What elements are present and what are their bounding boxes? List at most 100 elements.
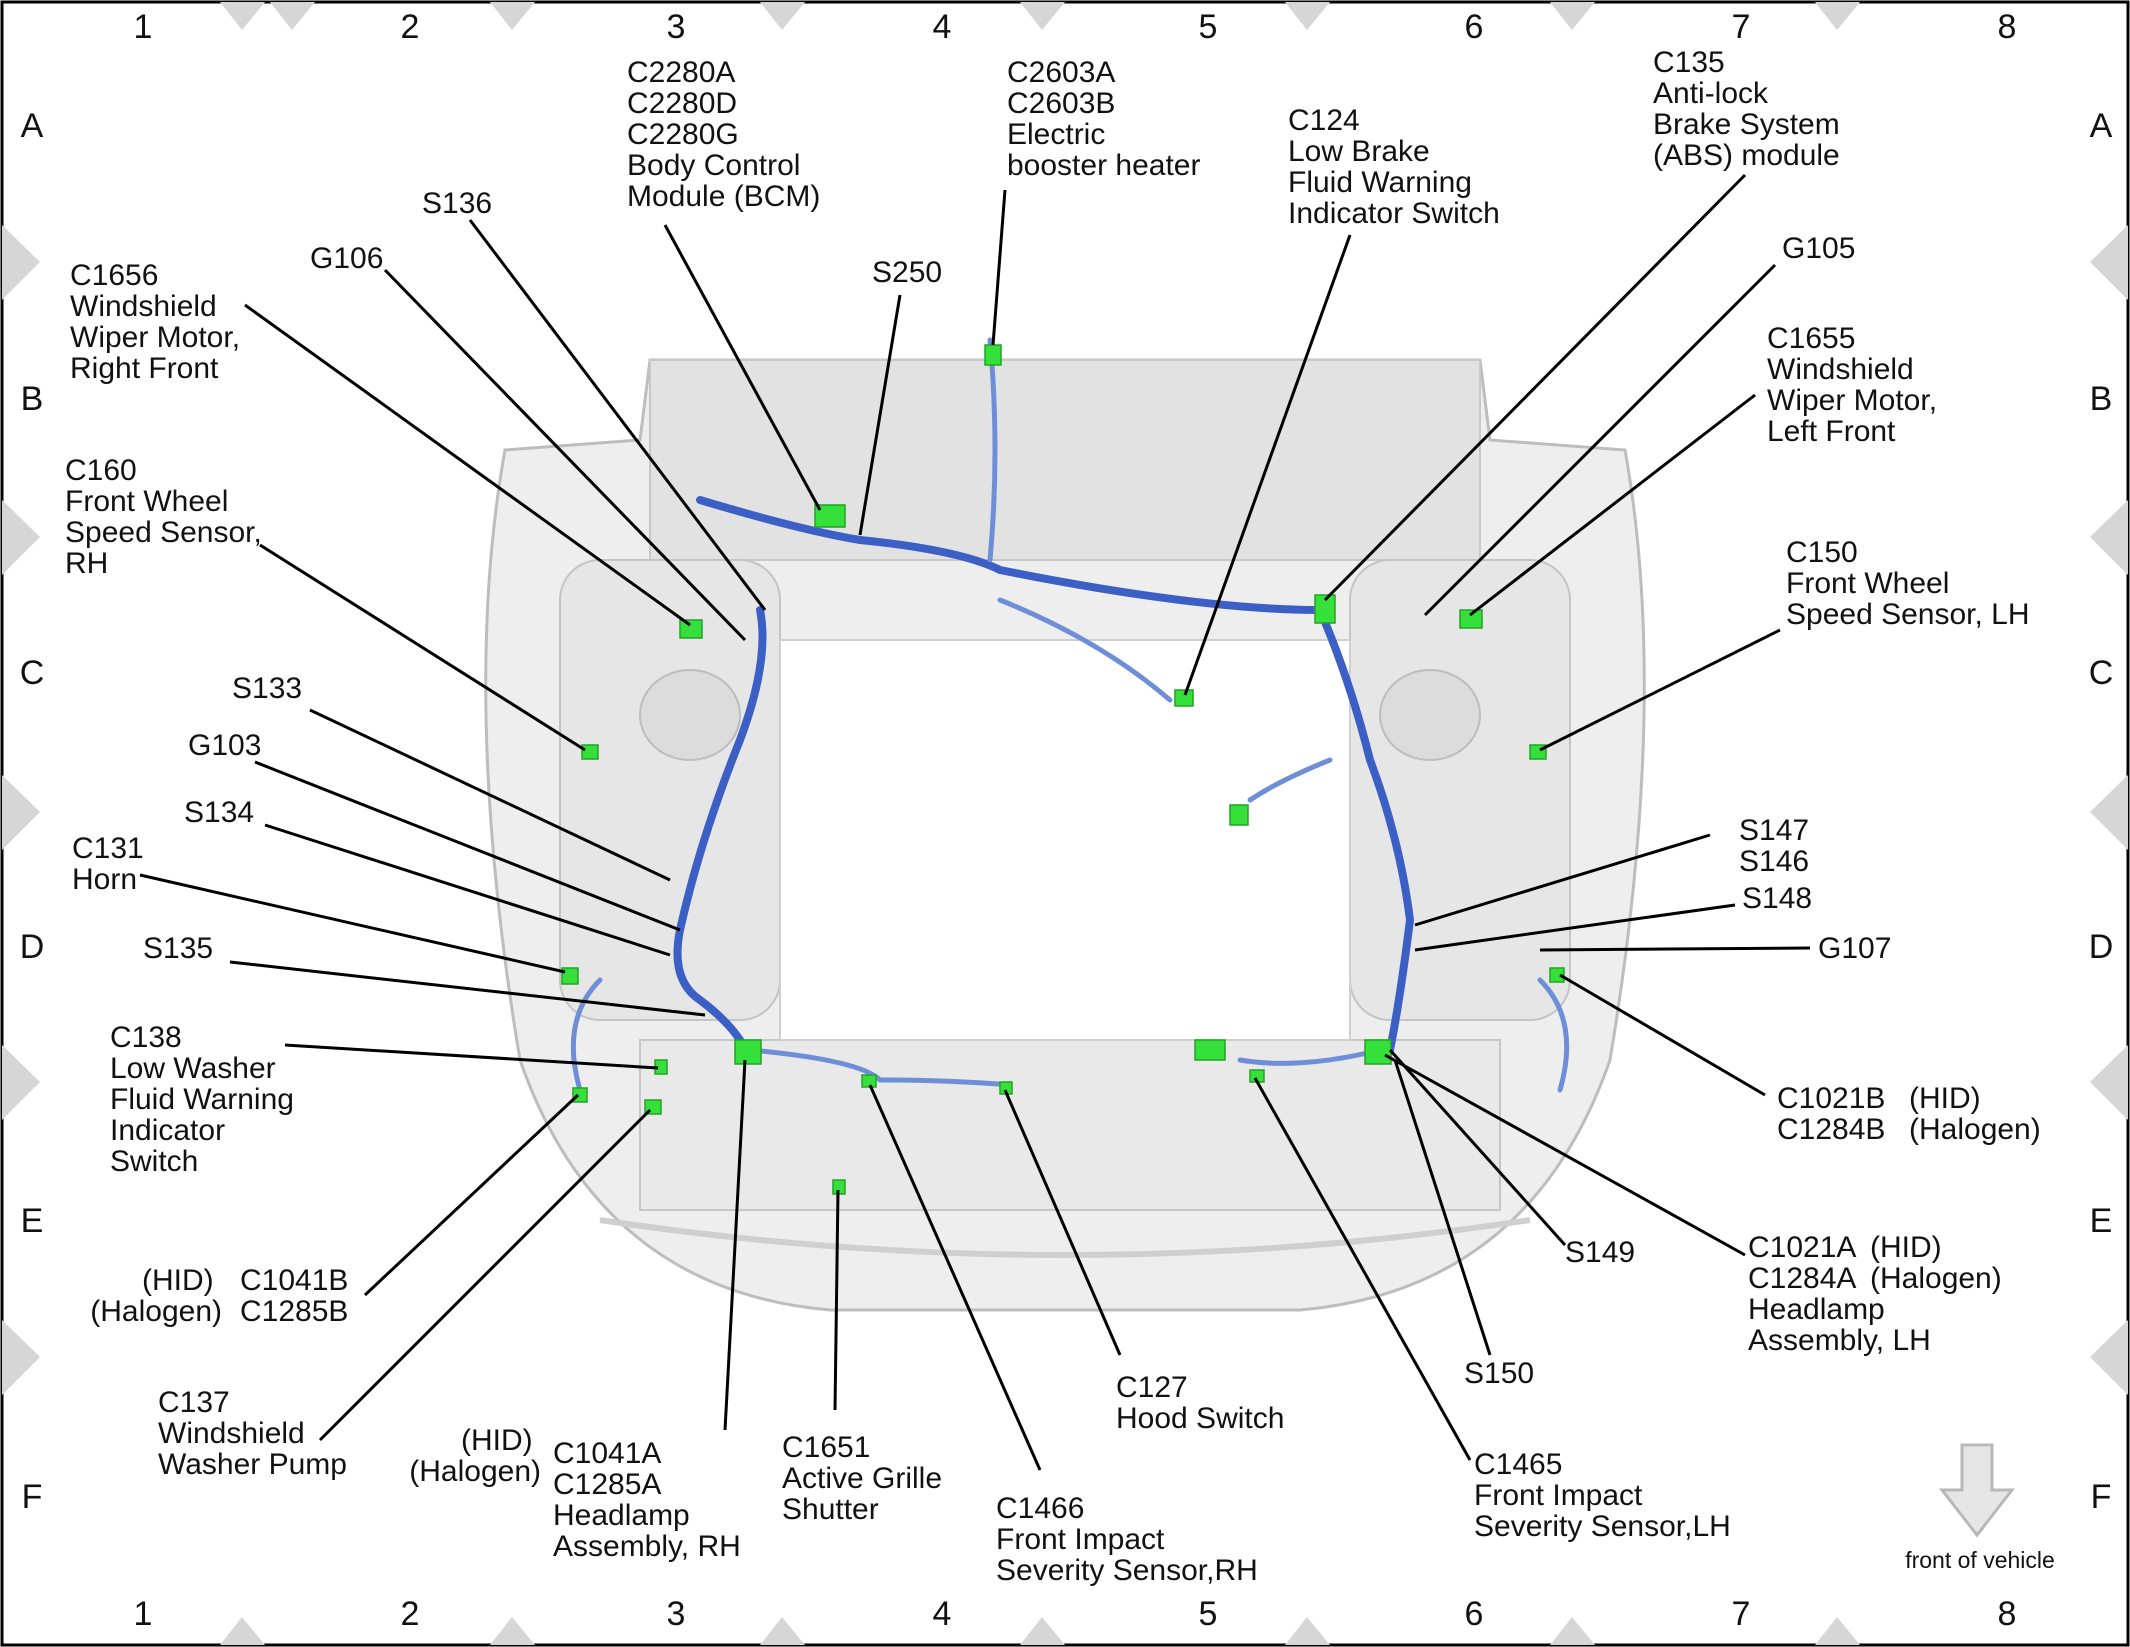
label-s250: S250 (872, 256, 942, 289)
label-s147: S147 S146 (1739, 814, 1817, 878)
grid-row-right-e: E (2090, 1202, 2113, 1240)
connector-c124 (1174, 689, 1194, 707)
label-c160: C160 Front Wheel Speed Sensor, RH (65, 454, 270, 580)
label-s149: S149 (1565, 1236, 1635, 1269)
connectors (561, 344, 1565, 1195)
grid-rows-right: A B C D E F (2089, 107, 2114, 1516)
leader-c135 (1323, 173, 1747, 602)
label-c138: C138 Low Washer Fluid Warning Indicator … (110, 1021, 302, 1178)
label-g106: G106 (310, 242, 383, 275)
grid-col-top-3: 3 (667, 8, 686, 46)
label-c124: C124 Low Brake Fluid Warning Indicator S… (1288, 104, 1500, 230)
grid-col-bottom-3: 3 (667, 1595, 686, 1633)
label-c1465: C1465 Front Impact Severity Sensor,LH (1474, 1448, 1731, 1543)
connector-c131 (561, 967, 579, 985)
callout-labels: C2280A C2280D C2280G Body Control Module… (65, 46, 2041, 1587)
radiator-support (639, 1039, 1501, 1211)
leader-s135 (229, 960, 706, 1017)
grid-col-bottom-1: 1 (134, 1595, 153, 1633)
label-c2603: C2603A C2603B Electric booster heater (1007, 56, 1200, 182)
left-shock-tower (559, 559, 781, 1021)
label-c150: C150 Front Wheel Speed Sensor, LH (1786, 536, 2030, 631)
grid-col-top-7: 7 (1732, 8, 1751, 46)
label-c135: C135 Anti-lock Brake System (ABS) module (1653, 46, 1848, 172)
label-c137: C137 Windshield Washer Pump (158, 1386, 347, 1481)
label-s136: S136 (422, 187, 492, 220)
right-strut-mount (1379, 669, 1481, 761)
label-c2280: C2280A C2280D C2280G Body Control Module… (627, 56, 820, 213)
label-g103: G103 (188, 729, 261, 762)
grid-row-right-f: F (2091, 1478, 2112, 1516)
connector-c160 (581, 744, 599, 760)
grid-col-bottom-5: 5 (1199, 1595, 1218, 1633)
grid-col-bottom-8: 8 (1998, 1595, 2017, 1633)
leader-s149 (1388, 1048, 1567, 1247)
leader-g106 (383, 268, 747, 642)
leader-g103 (254, 760, 681, 932)
leader-c2280 (663, 224, 822, 511)
connector-c2603 (984, 344, 1002, 366)
engine-bay-opening (779, 639, 1351, 1041)
label-s150: S150 (1464, 1357, 1534, 1390)
label-s133: S133 (232, 672, 302, 705)
connector-c1021a (1364, 1039, 1392, 1065)
grid-row-right-d: D (2089, 928, 2114, 966)
grid-row-left-c: C (20, 654, 45, 692)
grid-col-bottom-4: 4 (933, 1595, 952, 1633)
grid-col-top-4: 4 (933, 8, 952, 46)
grid-row-left-e: E (21, 1202, 44, 1240)
leader-c1655 (1469, 393, 1756, 617)
label-g105: G105 (1782, 232, 1855, 265)
label-c1651: C1651 Active Grille Shutter (782, 1431, 950, 1526)
label-c1041b: C1041B C1285B (240, 1264, 357, 1328)
front-of-vehicle-indicator: front of vehicle (1905, 1443, 2055, 1573)
leader-c150 (1539, 628, 1781, 752)
leader-g107 (1539, 946, 1811, 952)
front-of-vehicle-label: front of vehicle (1905, 1547, 2055, 1573)
label-c1655: C1655 Windshield Wiper Motor, Left Front (1767, 322, 1945, 448)
leader-c1466 (868, 1084, 1042, 1471)
connector-c1021b (1549, 967, 1565, 983)
leader-c131 (139, 873, 566, 974)
grid-col-bottom-2: 2 (401, 1595, 420, 1633)
wiring-harness (570, 337, 1570, 1093)
grid-col-top-5: 5 (1199, 8, 1218, 46)
leader-lines (139, 173, 1811, 1471)
grid-col-bottom-7: 7 (1732, 1595, 1751, 1633)
connector-fender-lh (1229, 804, 1249, 826)
leader-c1021b (1559, 973, 1766, 1097)
label-s134: S134 (184, 796, 254, 829)
leader-s147 (1414, 833, 1711, 927)
leader-s133 (309, 708, 671, 882)
leader-c127 (1003, 1089, 1122, 1356)
label-c1656: C1656 Windshield Wiper Motor, Right Fron… (70, 259, 248, 385)
label-c1021b: C1021B C1284B (1777, 1082, 1894, 1146)
connector-c2280 (814, 504, 846, 528)
label-c1021a: C1021A C1284A Headlamp Assembly, LH (1748, 1231, 1931, 1357)
grid-col-top-1: 1 (134, 8, 153, 46)
leader-c1041a (723, 1059, 747, 1431)
leader-c160 (259, 543, 586, 752)
grid-row-right-a: A (2090, 107, 2113, 145)
vehicle-body (484, 358, 1646, 1312)
front-arrow-icon (1938, 1443, 2016, 1538)
label-c1021a-type: (HID) (Halogen) (1870, 1231, 2002, 1295)
leader-s136 (468, 219, 767, 611)
grid-col-top-6: 6 (1465, 8, 1484, 46)
label-s135: S135 (143, 932, 213, 965)
grid-col-top-2: 2 (401, 8, 420, 46)
label-c127: C127 Hood Switch (1116, 1371, 1284, 1435)
leader-s148 (1414, 903, 1736, 952)
connector-c1041b (572, 1087, 588, 1103)
connector-c1041a (734, 1039, 762, 1065)
leader-c1465 (1253, 1077, 1472, 1461)
label-c1021b-type: (HID) (Halogen) (1909, 1082, 2041, 1146)
grid-row-right-b: B (2090, 380, 2113, 418)
grid-row-right-c: C (2089, 654, 2114, 692)
leader-s250 (858, 294, 902, 536)
label-c1041a-type: (HID) (Halogen) (409, 1424, 541, 1488)
grid-col-bottom-6: 6 (1465, 1595, 1484, 1633)
grid-rows-left: A B C D E F (20, 107, 45, 1516)
